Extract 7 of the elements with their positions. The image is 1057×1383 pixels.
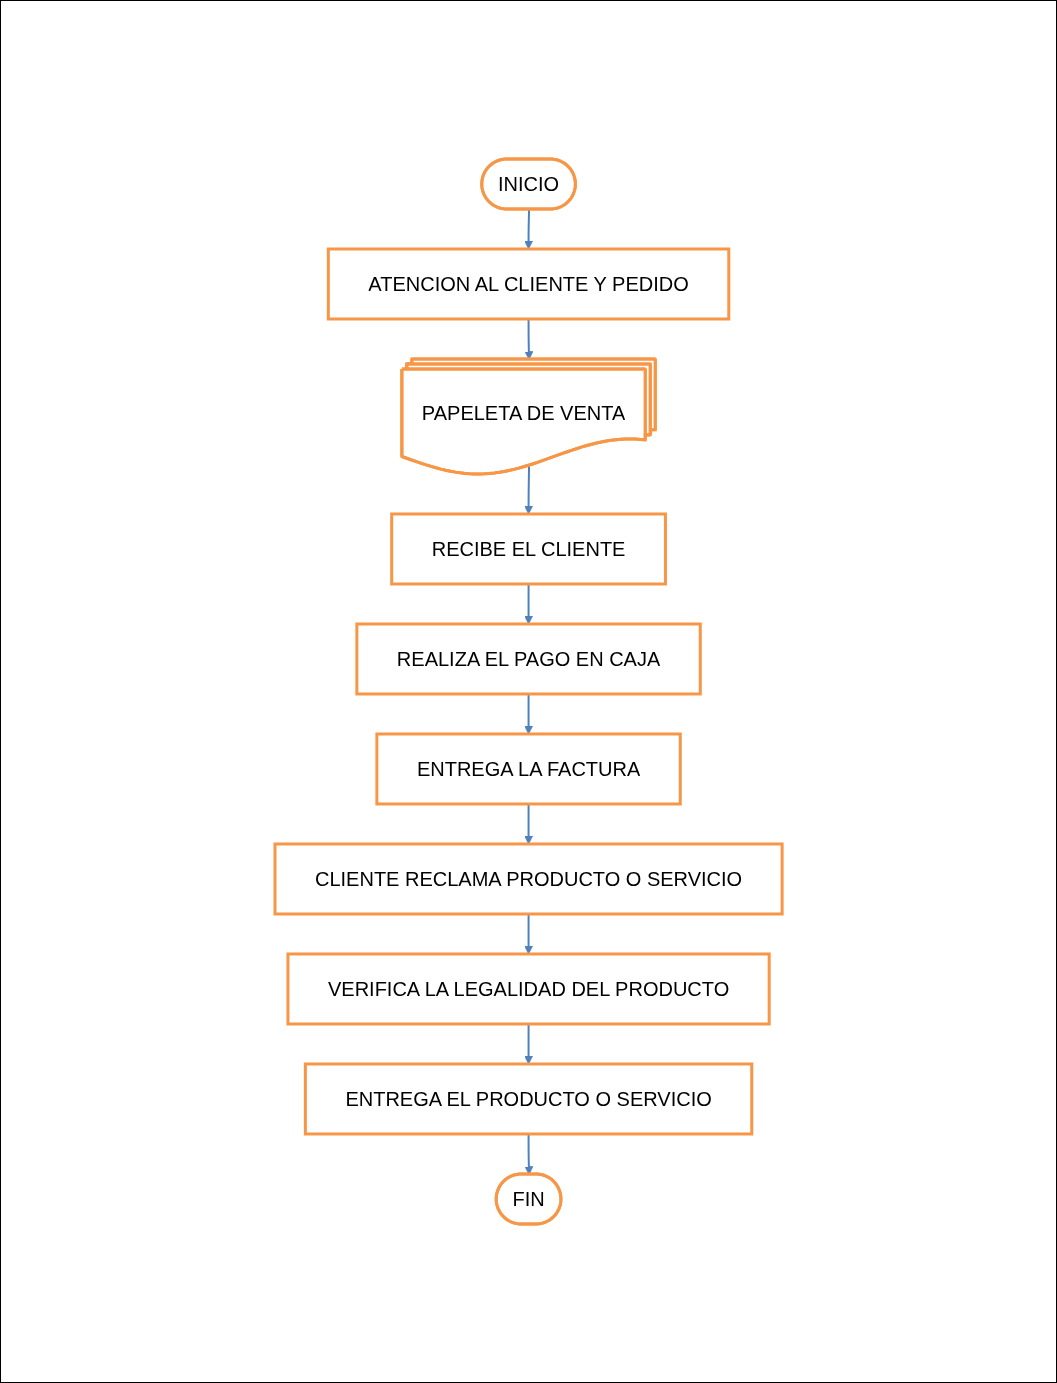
node-box: CLIENTE RECLAMA PRODUCTO O SERVICIO [273,842,784,916]
node-box: ENTREGA EL PRODUCTO O SERVICIO [303,1062,754,1136]
node-box: RECIBE EL CLIENTE [390,512,667,586]
node-box: ENTREGA LA FACTURA [375,732,682,806]
node-box: ATENCION AL CLIENTE Y PEDIDO [326,247,731,321]
node-box: REALIZA EL PAGO EN CAJA [355,622,702,696]
node-box: VERIFICA LA LEGALIDAD DEL PRODUCTO [286,952,771,1026]
